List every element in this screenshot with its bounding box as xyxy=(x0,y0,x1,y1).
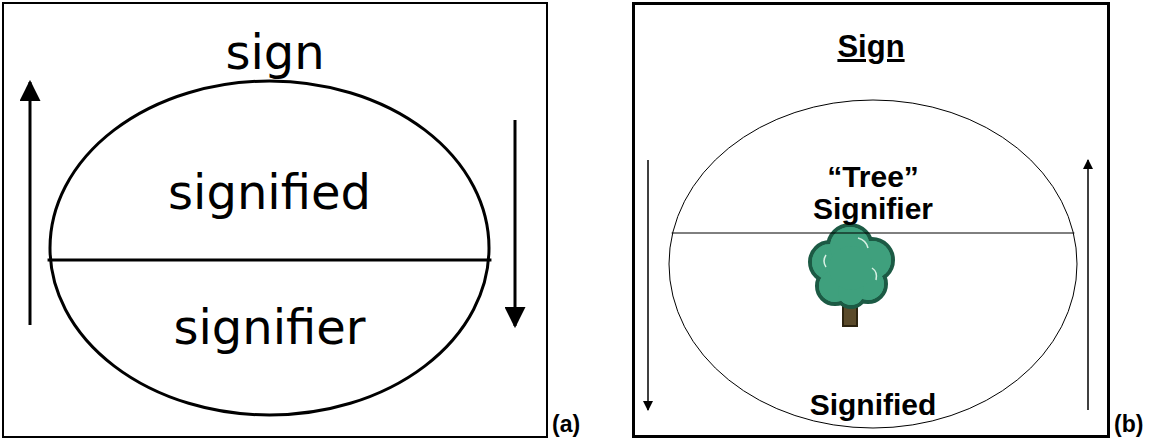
ellipse-outline xyxy=(47,78,492,418)
sign-text: signifier xyxy=(47,299,492,355)
panel-box: sign signified signifier xyxy=(2,2,548,438)
sign-ellipse: “Tree”SignifierSignified xyxy=(668,99,1078,429)
tree-icon xyxy=(810,225,893,326)
panel-label: (b) xyxy=(1114,411,1143,438)
down-arrow xyxy=(514,120,517,326)
up-arrow xyxy=(29,82,32,325)
up-arrow xyxy=(1087,160,1089,410)
down-arrow xyxy=(647,160,649,410)
sign-ellipse: signified signifier xyxy=(47,78,492,418)
sign-text: Signifier xyxy=(668,192,1078,226)
sign-text: sign xyxy=(4,24,546,80)
ellipse-outline xyxy=(668,99,1078,429)
panel-label: (a) xyxy=(552,411,580,438)
sign-text: signified xyxy=(47,164,492,220)
panel-box: Sign “Tree”SignifierSignified xyxy=(632,2,1110,438)
sign-text: Sign xyxy=(635,29,1107,65)
sign-text: Signified xyxy=(668,388,1078,422)
sign-text: “Tree” xyxy=(668,160,1078,194)
